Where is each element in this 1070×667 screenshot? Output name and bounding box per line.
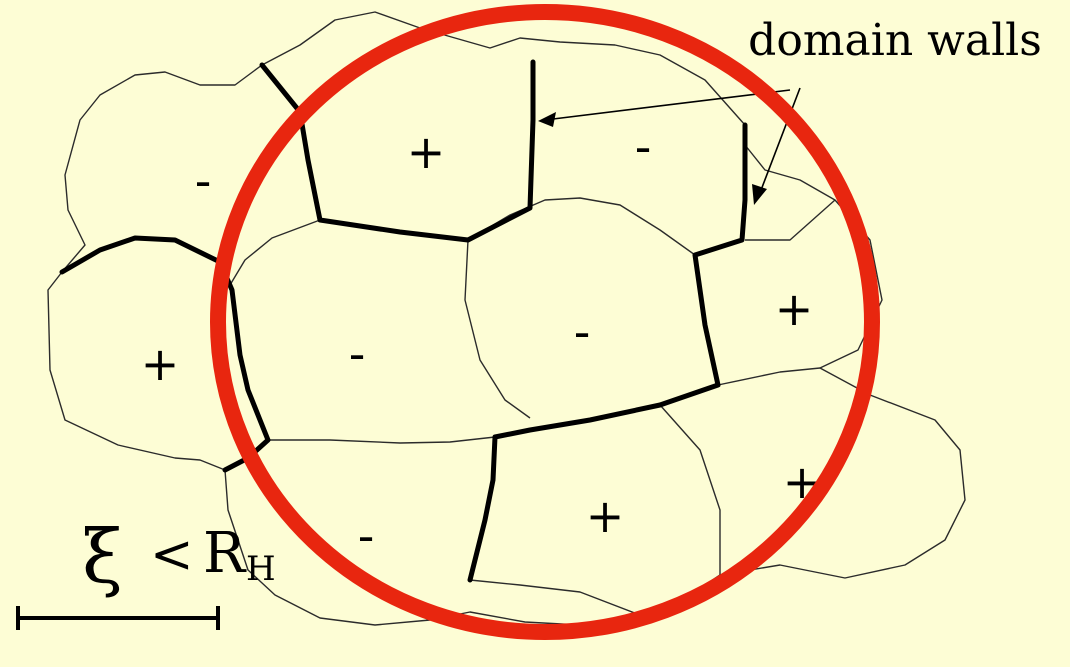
domain-sign: -	[358, 509, 375, 563]
domain-sign: -	[349, 327, 366, 381]
xi-symbol: ξ	[82, 514, 123, 600]
domain-sign: +	[586, 489, 625, 543]
domain-sign: -	[574, 305, 591, 359]
less-than-symbol: <	[150, 525, 194, 585]
domain-sign: -	[635, 120, 652, 174]
hubble-radius-subscript: H	[246, 549, 276, 589]
domain-walls-label: domain walls	[748, 15, 1042, 66]
domain-sign: +	[775, 282, 814, 336]
domain-sign: +	[407, 125, 446, 179]
hubble-radius-symbol: R	[203, 521, 247, 586]
domain-sign: -	[195, 154, 212, 208]
domain-sign: +	[141, 337, 180, 391]
